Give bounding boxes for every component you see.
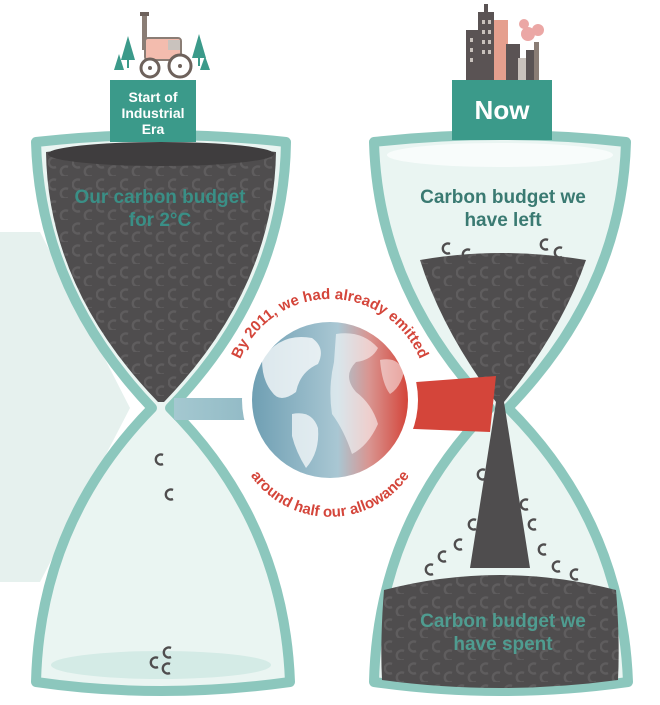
left-connector [174, 398, 262, 420]
left-budget-text: Our carbon budget for 2°C [74, 187, 246, 231]
globe [242, 312, 418, 488]
carbon-stream [470, 402, 530, 568]
background-arrow [0, 232, 130, 582]
right-header-label: Now [474, 94, 530, 125]
right-top-text: Carbon budget we have left [420, 187, 586, 231]
carbon-fill-right-bottom [381, 575, 619, 688]
right-header-box [452, 80, 552, 140]
left-hourglass [31, 130, 295, 696]
carbon-fill-left [46, 145, 276, 402]
left-header-box [110, 80, 196, 142]
city-skyline-icon [466, 4, 544, 80]
right-hourglass [369, 130, 633, 696]
steam-engine-icon [114, 12, 210, 79]
left-header-label: Start of Industrial Era [121, 89, 185, 137]
carbon-fill-right-top [420, 253, 586, 402]
right-bottom-text: Carbon budget we have spent [420, 611, 586, 655]
